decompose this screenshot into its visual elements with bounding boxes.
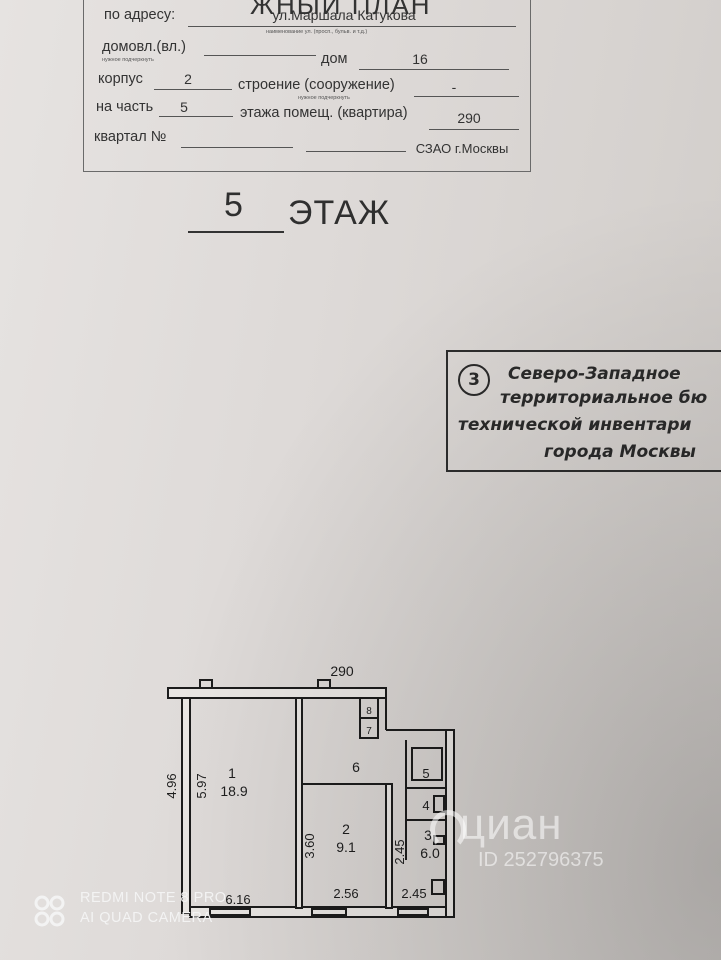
window-1: [209, 908, 251, 916]
dim-outer-left: 4.96: [164, 773, 179, 798]
room-2-id: 2: [342, 821, 350, 837]
stamp-line-4: города Москвы: [544, 442, 696, 462]
room-5-id: 5: [422, 766, 429, 781]
balcony-right: [317, 679, 331, 689]
room-3-area: 6.0: [420, 845, 440, 861]
chast-underline: [159, 116, 233, 117]
camera-label: AI QUAD CAMERA: [80, 910, 213, 926]
window-3: [397, 908, 429, 916]
listing-id: ID 252796375: [478, 849, 604, 871]
etazh-value: 290: [457, 110, 481, 126]
address-box: по адресу: ул.Маршала Катукова наименова…: [83, 0, 531, 172]
apartment-number: 290: [330, 663, 354, 679]
etazh-underline: [429, 129, 519, 130]
document-title: ЖНЫЙ ПЛАН: [250, 0, 432, 20]
dim-room2-width: 2.56: [333, 886, 358, 901]
room-2-area: 9.1: [336, 839, 356, 855]
stamp-line-1: Северо-Западное: [508, 364, 681, 384]
partition-3: [385, 783, 393, 909]
domovl-underline: [204, 55, 316, 56]
stamp-line-2: территориальное бю: [500, 388, 708, 408]
stroenie-underline: [414, 96, 519, 97]
dim-room3-width: 2.45: [401, 886, 426, 901]
room-1-id: 1: [228, 765, 236, 781]
kvartal-underline: [181, 147, 293, 148]
domovl-label: домовл.(вл.): [102, 39, 186, 55]
camera-watermark: REDMI NOTE 8 PRO AI QUAD CAMERA: [80, 890, 227, 926]
kvartal-label: квартал №: [94, 129, 167, 145]
bath-tub: [411, 747, 443, 781]
chast-label: на часть: [96, 99, 154, 115]
stove: [431, 879, 445, 895]
room-8-id: 8: [366, 706, 372, 717]
camera-lens-icon: [34, 895, 65, 927]
domovl-hint: нужное подчеркнуть: [102, 57, 154, 63]
room-1-area: 18.9: [220, 783, 247, 799]
dom-value: 16: [412, 51, 428, 67]
etazh-label: этажа помещ. (квартира): [240, 105, 408, 121]
plan-walls: [167, 679, 455, 918]
partition-1: [295, 697, 303, 909]
dim-room3-length: 2.45: [392, 839, 407, 864]
street-value: ул.Маршала Катукова: [272, 7, 416, 23]
stamp-number: 3: [458, 364, 490, 396]
district-underline: [306, 151, 406, 152]
street-hint: наименование ул. (просп., бульв. и т.д.): [266, 29, 368, 35]
floor-underline: [188, 231, 284, 233]
stroenie-value: -: [451, 79, 457, 95]
dim-room2-length: 3.60: [302, 833, 317, 858]
korpus-label: корпус: [98, 71, 143, 87]
dom-underline: [359, 69, 509, 70]
korpus-underline: [154, 89, 232, 90]
camera-model: REDMI NOTE 8 PRO: [80, 890, 227, 906]
stamp-line-3: технической инвентари: [458, 415, 692, 435]
korpus-value: 2: [184, 71, 192, 87]
room-3-id: 3: [424, 827, 432, 843]
top-wall: [167, 687, 387, 699]
dim-room1-width: 6.16: [225, 892, 250, 907]
street-underline: [188, 26, 516, 27]
stroenie-label: строение (сооружение): [238, 77, 395, 93]
dim-room1-length: 5.97: [194, 773, 209, 798]
left-wall: [181, 697, 191, 914]
dom-label: дом: [321, 51, 348, 67]
cian-watermark: циан: [460, 800, 563, 849]
floor-label: ЭТАЖ: [288, 194, 391, 232]
chast-value: 5: [180, 99, 188, 115]
room-6-id: 6: [352, 759, 360, 775]
district-value: СЗАО г.Москвы: [415, 141, 509, 156]
stroenie-hint: нужное подчеркнуть: [298, 95, 350, 101]
bti-stamp: 3 Северо-Западное территориальное бю тех…: [446, 350, 721, 472]
floor-number: 5: [224, 186, 243, 224]
balcony-left: [199, 679, 213, 689]
address-label: по адресу:: [104, 7, 176, 23]
room-7-id: 7: [366, 726, 372, 737]
room-4-id: 4: [422, 798, 429, 813]
window-2: [311, 908, 347, 916]
toilet: [433, 795, 445, 813]
cian-logo-icon: [430, 810, 466, 850]
